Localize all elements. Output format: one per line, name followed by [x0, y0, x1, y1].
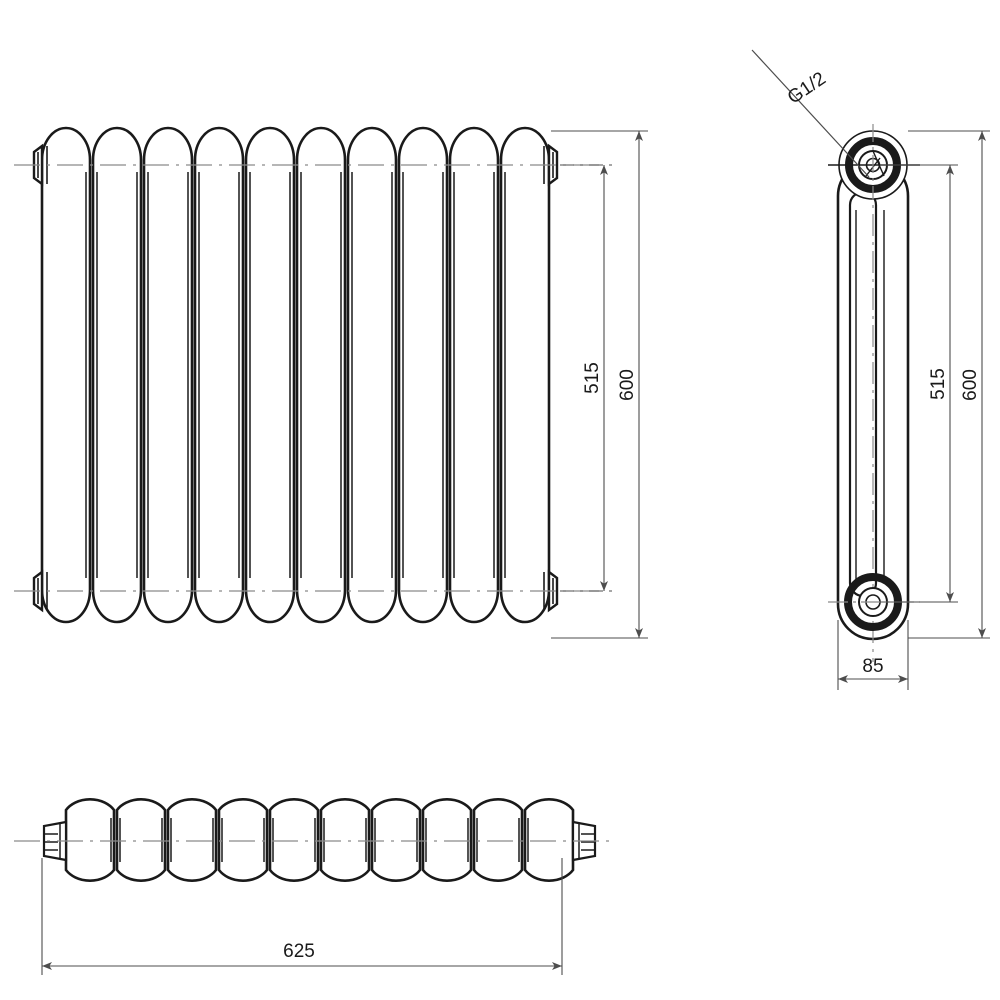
front-fin-column [244, 126, 296, 624]
front-elevation-view [14, 126, 600, 624]
bottom-plan-view [14, 798, 610, 882]
plan-fin-column [166, 798, 218, 882]
side-dimensions: 515 600 85 [837, 130, 990, 690]
dimension-label-side-inner: 515 [928, 368, 949, 400]
front-fin-column [346, 126, 398, 624]
plan-fin-column [370, 798, 422, 882]
plan-fin-column [268, 798, 320, 882]
front-fin-columns [40, 126, 551, 624]
plan-dimensions: 625 [41, 858, 563, 975]
front-fin-column [193, 126, 245, 624]
dimension-label-front-inner: 515 [582, 362, 603, 394]
front-fin-column [397, 126, 449, 624]
side-inner-tube [848, 190, 878, 598]
right-side-view: G1/2 [751, 49, 920, 662]
front-fin-column [40, 126, 92, 624]
plan-fin-column [115, 798, 167, 882]
front-fin-column [295, 126, 347, 624]
plan-fin-column [64, 798, 116, 882]
thread-callout-leader [751, 49, 870, 178]
plan-fin-column [319, 798, 371, 882]
front-fin-column [499, 126, 551, 624]
front-dimensions: 515 600 [551, 130, 648, 639]
side-inner-tube-inner-edge [855, 210, 885, 580]
plan-fin-column [217, 798, 269, 882]
front-fin-column [142, 126, 194, 624]
plan-fin-column [523, 798, 575, 882]
front-centrelines [14, 164, 600, 592]
front-fin-separators [85, 172, 506, 578]
dimension-label-plan-width: 625 [283, 941, 315, 962]
dimension-label-side-depth: 85 [862, 656, 883, 677]
dimension-label-front-outer: 600 [617, 369, 638, 401]
plan-fin-columns [64, 798, 575, 882]
plan-fin-column [421, 798, 473, 882]
front-fin-column [448, 126, 500, 624]
plan-fin-separators [110, 818, 529, 862]
dimension-label-side-outer: 600 [960, 369, 981, 401]
plan-fin-column [472, 798, 524, 882]
side-bottom-port [828, 573, 920, 631]
front-fin-column [91, 126, 143, 624]
